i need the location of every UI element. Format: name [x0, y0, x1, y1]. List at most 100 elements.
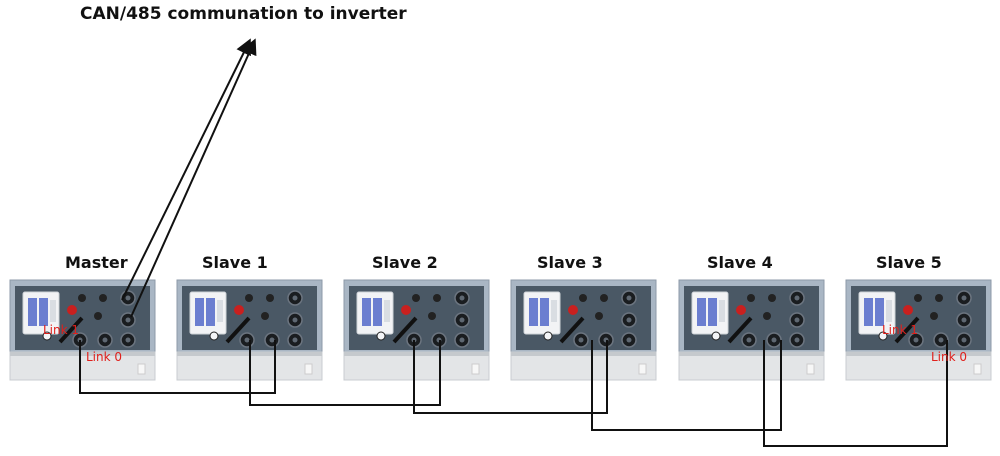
panel-base-edge: [344, 352, 489, 356]
connector-pin: [125, 337, 131, 343]
breaker-lever: [50, 300, 56, 322]
cable-stub: [894, 316, 920, 344]
battery-panel-slave-4: [678, 279, 825, 381]
connector-pin: [746, 337, 752, 343]
connector-pin: [771, 337, 777, 343]
cable-master-to-slave-1: [79, 340, 276, 394]
breaker-lever: [551, 300, 557, 322]
screw-icon: [543, 331, 553, 341]
connector-pin: [961, 337, 967, 343]
breaker-pole: [875, 298, 884, 326]
port-small: [763, 312, 771, 320]
port-small: [94, 312, 102, 320]
breaker-pole: [39, 298, 48, 326]
indicator-light: [600, 294, 608, 302]
cable-slave-4-to-slave-5: [763, 340, 948, 447]
slave-5-link-0-label: Link 0: [931, 350, 967, 364]
indicator-light: [579, 294, 587, 302]
panel-base-edge: [679, 352, 824, 356]
connector-pin: [125, 317, 131, 323]
indicator-light: [266, 294, 274, 302]
connector-pin: [125, 295, 131, 301]
indicator-light: [245, 294, 253, 302]
connector-pin: [626, 317, 632, 323]
power-button-icon: [568, 305, 578, 315]
power-button-icon: [736, 305, 746, 315]
panel-base: [343, 351, 490, 381]
unit-label-master: Master: [65, 253, 128, 272]
cable-slave-3-to-slave-4: [591, 340, 782, 431]
port-small: [930, 312, 938, 320]
connector-pin: [459, 337, 465, 343]
indicator-light: [935, 294, 943, 302]
power-button-icon: [401, 305, 411, 315]
connector-pin: [938, 337, 944, 343]
panel-base-edge: [511, 352, 656, 356]
connector-pin: [794, 337, 800, 343]
indicator-light: [747, 294, 755, 302]
breaker-pole: [708, 298, 717, 326]
breaker-pole: [362, 298, 371, 326]
port-small: [595, 312, 603, 320]
port-small: [428, 312, 436, 320]
connector-pin: [961, 295, 967, 301]
indicator-light: [78, 294, 86, 302]
breaker-pole: [529, 298, 538, 326]
connector-pin: [102, 337, 108, 343]
daisy-chain-cables: [79, 340, 948, 447]
connector-pin: [269, 337, 275, 343]
latch-icon: [638, 363, 647, 375]
unit-label-slave-4: Slave 4: [707, 253, 773, 272]
latch-icon: [806, 363, 815, 375]
connector-pin: [459, 317, 465, 323]
breaker-pole: [28, 298, 37, 326]
latch-icon: [304, 363, 313, 375]
inverter-communication-title: CAN/485 communation to inverter: [80, 4, 407, 24]
connector-pin: [244, 337, 250, 343]
connector-pin: [292, 317, 298, 323]
breaker-lever: [384, 300, 390, 322]
breaker-pole: [373, 298, 382, 326]
panel-base: [9, 351, 156, 381]
battery-panel-slave-3: [510, 279, 657, 381]
battery-panel-slave-2: [343, 279, 490, 381]
screw-icon: [878, 331, 888, 341]
screw-icon: [209, 331, 219, 341]
cable-slave-2-to-slave-3: [413, 340, 608, 414]
panel-base-edge: [846, 352, 991, 356]
connector-pin: [626, 337, 632, 343]
panel-base: [845, 351, 992, 381]
latch-icon: [137, 363, 146, 375]
power-button-icon: [67, 305, 77, 315]
cable-slave-1-to-slave-2: [249, 340, 441, 406]
inverter-cable: [121, 38, 257, 318]
breaker-lever: [217, 300, 223, 322]
cable-stub: [559, 316, 585, 344]
breaker-lever: [719, 300, 725, 322]
cable-stub: [392, 316, 418, 344]
connector-pin: [794, 317, 800, 323]
breaker-pole: [206, 298, 215, 326]
cable-stub: [225, 316, 251, 344]
panel-base: [678, 351, 825, 381]
unit-label-slave-5: Slave 5: [876, 253, 942, 272]
slave-5-link-1-label: Link 1: [882, 323, 918, 337]
master-link-1-label: Link 1: [43, 323, 79, 337]
connector-pin: [578, 337, 584, 343]
connector-pin: [913, 337, 919, 343]
indicator-light: [99, 294, 107, 302]
connector-pin: [292, 337, 298, 343]
connector-pin: [961, 317, 967, 323]
power-button-icon: [903, 305, 913, 315]
indicator-light: [914, 294, 922, 302]
indicator-light: [412, 294, 420, 302]
panel-base: [510, 351, 657, 381]
breaker-pole: [540, 298, 549, 326]
connector-pin: [459, 295, 465, 301]
cable-stub: [727, 316, 753, 344]
screw-icon: [42, 331, 52, 341]
latch-icon: [973, 363, 982, 375]
connector-pin: [292, 295, 298, 301]
